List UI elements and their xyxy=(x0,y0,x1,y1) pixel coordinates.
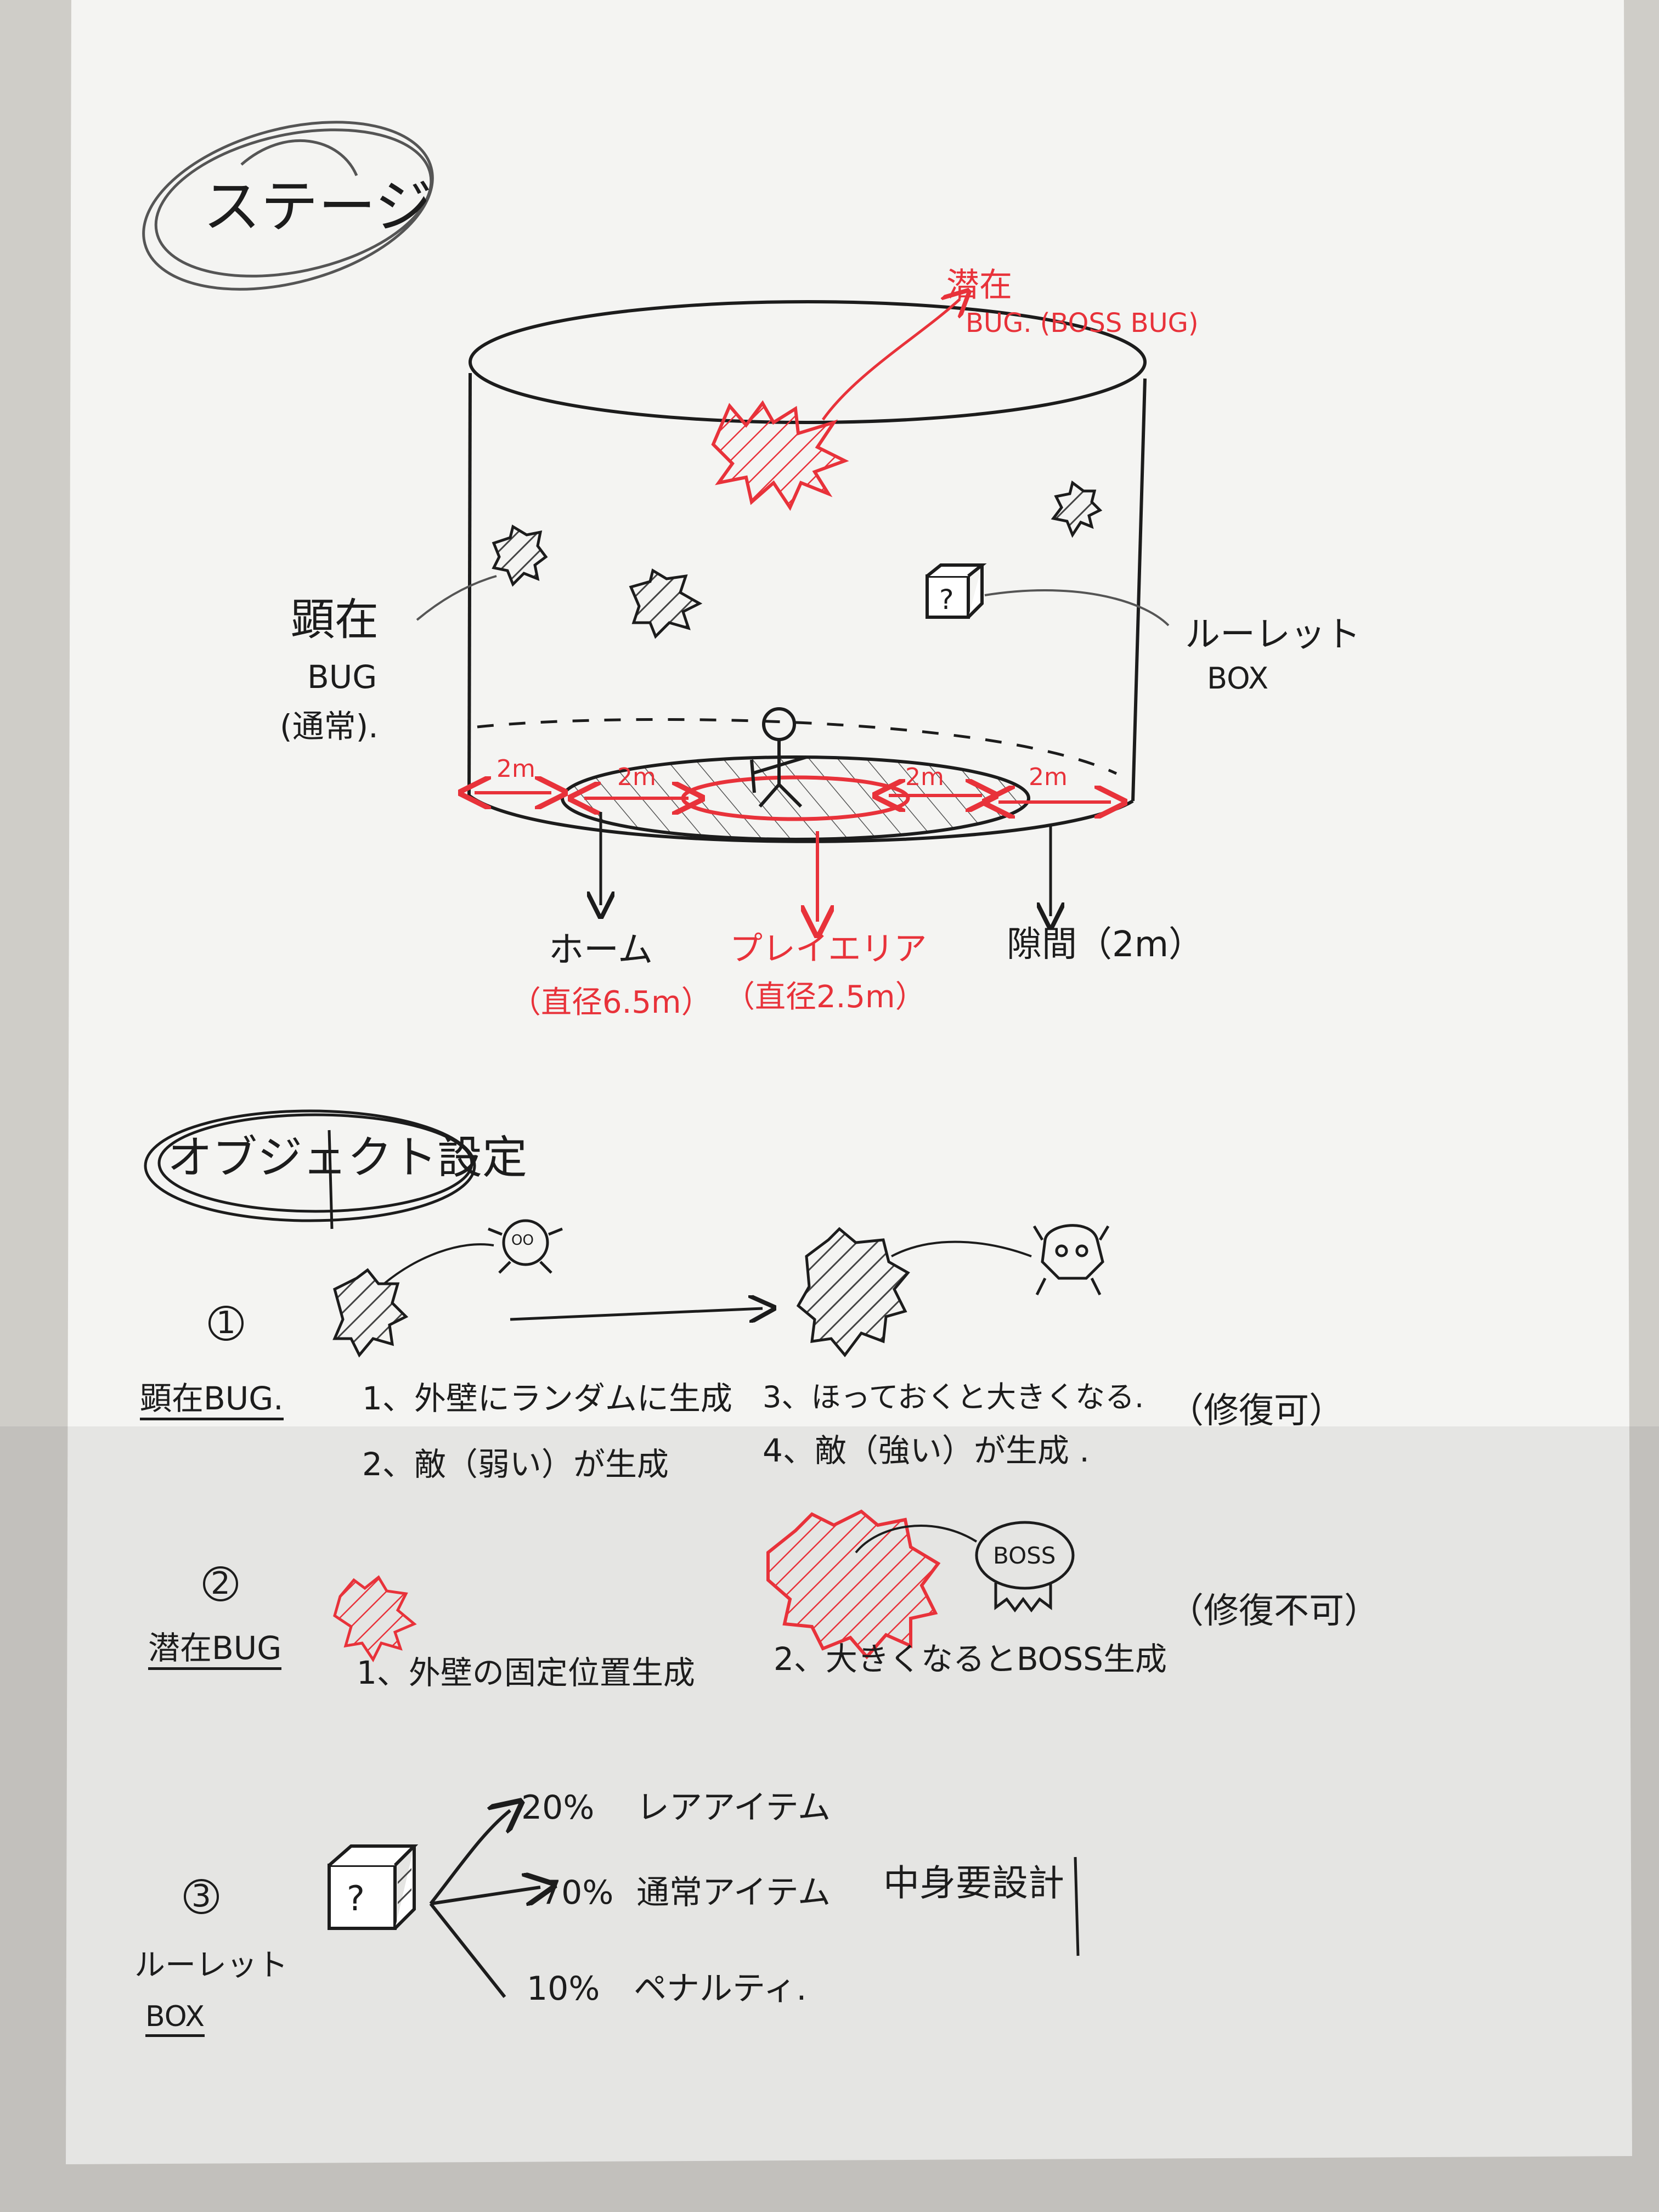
latent-step-2: 2、大きくなるとBOSS生成 xyxy=(774,1640,1167,1678)
home-sub: （直径6.5m） xyxy=(510,985,712,1020)
play-area-label: プレイエリア xyxy=(730,930,927,968)
roulette-sub: BOX xyxy=(1207,661,1269,696)
large-visible-bug-icon xyxy=(796,1227,910,1358)
roulette-num: 3 xyxy=(184,1879,219,1914)
roulette-box-mark: ? xyxy=(939,584,954,616)
boss-text: BOSS xyxy=(993,1542,1056,1569)
dim-label-3: 2m xyxy=(905,763,944,791)
weak-enemy-icon xyxy=(488,1219,563,1274)
roulette-note: 中身要設計 xyxy=(883,1862,1064,1904)
outcome-label-3: ペナルティ. xyxy=(634,1970,807,2008)
visible-bug-bug: BUG xyxy=(307,658,377,696)
box-mark: ? xyxy=(347,1878,365,1918)
roulette-box-icon xyxy=(926,563,987,619)
stage-title-ellipse xyxy=(142,121,434,291)
visible-bug-sub: (通常). xyxy=(280,708,379,745)
object-title-ellipse xyxy=(144,1109,476,1229)
visible-name: 顕在BUG. xyxy=(140,1383,284,1420)
latent-bug-icon xyxy=(711,400,849,511)
large-latent-bug-icon xyxy=(766,1509,941,1660)
home-label: ホーム xyxy=(549,930,653,970)
roulette-name-2: BOX xyxy=(145,2002,205,2037)
latent-step-1: 1、外壁の固定位置生成 xyxy=(357,1654,695,1691)
outcome-label-1: レアアイテム xyxy=(636,1788,831,1827)
latent-bug-leader xyxy=(821,299,960,421)
roulette-label: ルーレット xyxy=(1185,614,1361,655)
outcome-pct-1: 20% xyxy=(521,1788,595,1827)
stage-title: ステージ xyxy=(203,173,432,240)
dim-label-1: 2m xyxy=(496,755,535,783)
roulette-name-1: ルーレット xyxy=(134,1948,288,1983)
visible-step-3: 3、ほっておくと大きくなる. xyxy=(763,1380,1144,1414)
outcome-pct-3: 10% xyxy=(527,1970,600,2008)
visible-repair: （修復可） xyxy=(1169,1391,1344,1431)
visible-step-2: 2、敵（弱い）が生成 xyxy=(362,1446,669,1483)
visible-bug-label: 顕在 xyxy=(291,594,379,645)
roulette-leader xyxy=(984,589,1170,627)
weak-enemy-text: OO xyxy=(511,1232,534,1249)
latent-bug-label: 潜在 xyxy=(946,266,1012,304)
visible-num: 1 xyxy=(208,1306,244,1341)
dim-label-4: 2m xyxy=(1029,763,1068,791)
object-title: オブジェクト設定 xyxy=(167,1132,528,1184)
play-area-sub: （直径2.5m） xyxy=(724,979,926,1015)
gap-label: 隙間（2m） xyxy=(1007,924,1204,965)
dim-label-2: 2m xyxy=(617,763,656,791)
outcome-pct-2: 70% xyxy=(540,1874,614,1912)
visible-step-4: 4、敵（強い）が生成 . xyxy=(763,1432,1090,1469)
small-visible-bug-icon xyxy=(332,1268,409,1358)
box-icon xyxy=(328,1844,419,1930)
paper xyxy=(66,0,1632,2164)
branch-lines xyxy=(429,1810,1080,1998)
latent-num: 2 xyxy=(203,1566,238,1601)
strong-enemy-icon xyxy=(1032,1224,1110,1296)
visible-bug-leader xyxy=(416,575,497,621)
small-latent-bug-icon xyxy=(333,1575,417,1662)
outcome-label-2: 通常アイテム xyxy=(636,1874,831,1912)
visible-bug-icon xyxy=(492,480,1103,639)
boss-enemy-icon xyxy=(975,1521,1075,1613)
visible-step-1: 1、外壁にランダムに生成 xyxy=(362,1380,732,1417)
latent-repair: （修復不可） xyxy=(1169,1591,1379,1632)
latent-bug-sub: BUG. (BOSS BUG) xyxy=(966,308,1199,338)
dimension-arrows xyxy=(475,793,1111,922)
latent-name: 潜在BUG xyxy=(148,1632,282,1670)
player-figure-icon xyxy=(750,707,807,808)
pointer-arrows xyxy=(601,812,1051,916)
